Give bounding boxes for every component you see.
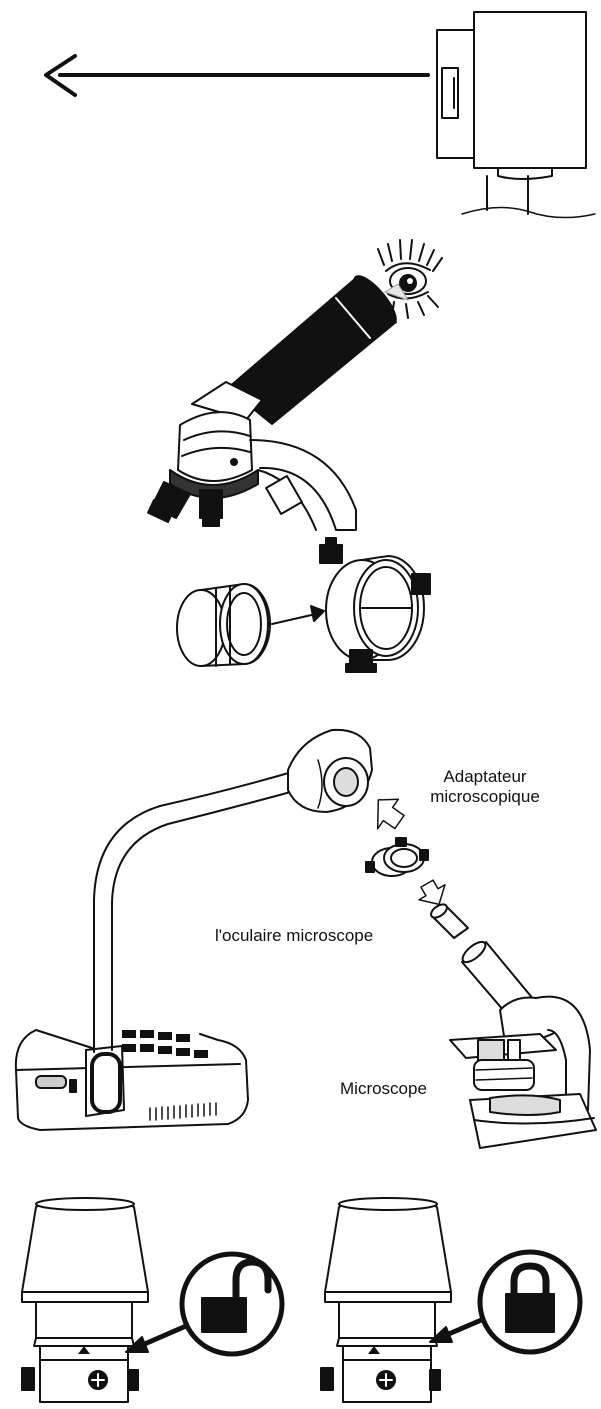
panel-eye-eyepiece bbox=[147, 239, 443, 531]
insert-arrow-down bbox=[418, 879, 446, 906]
lens-housing-left bbox=[21, 1197, 149, 1403]
ocular-label: l'oculaire microscope bbox=[215, 926, 374, 945]
vent-grille bbox=[149, 1102, 217, 1121]
camera-head-lens bbox=[287, 728, 373, 813]
eyepiece-tube bbox=[227, 275, 397, 425]
objective-lens-right bbox=[199, 489, 223, 527]
camera-keypad bbox=[122, 1030, 208, 1058]
ocular-tube bbox=[430, 903, 469, 939]
document-camera bbox=[14, 1029, 249, 1131]
panel-unlocked bbox=[21, 1197, 285, 1403]
camera-head-side bbox=[436, 11, 596, 219]
microscope-head bbox=[147, 381, 357, 531]
locked-padlock-icon bbox=[505, 1262, 555, 1333]
panel-ring-adapter bbox=[176, 537, 431, 673]
adapter-clamp-small bbox=[365, 837, 429, 877]
arrow-right-icon bbox=[271, 605, 325, 625]
panel-locked bbox=[320, 1197, 583, 1403]
lens-housing-right bbox=[320, 1197, 452, 1403]
gooseneck-arm bbox=[93, 771, 299, 1053]
arrow-left-icon bbox=[44, 54, 430, 97]
microscope-adapter-clamp bbox=[319, 537, 431, 673]
adapter-label: Adaptateur microscopique bbox=[430, 767, 540, 806]
microscope-illustration bbox=[449, 940, 597, 1149]
insert-arrow-up bbox=[376, 798, 405, 830]
adapter-ring-sleeve bbox=[176, 583, 271, 667]
unlocked-padlock-icon bbox=[201, 1258, 272, 1333]
panel-assembly bbox=[14, 728, 597, 1149]
panel-camera-direction bbox=[44, 11, 596, 219]
objective-lens-left bbox=[147, 481, 191, 523]
microscope-label: Microscope bbox=[340, 1079, 427, 1098]
